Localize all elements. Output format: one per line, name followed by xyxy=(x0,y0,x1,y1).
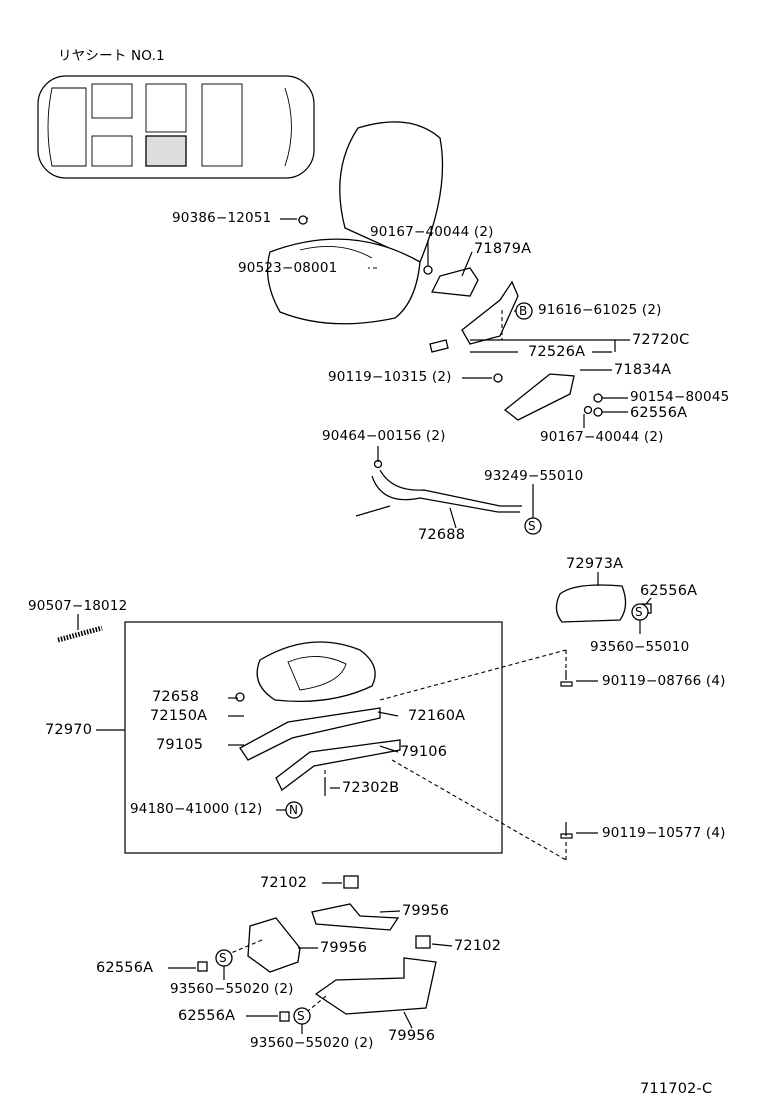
label-72970: 72970 xyxy=(45,722,93,738)
label-72973a: 72973A xyxy=(566,556,624,572)
label-90119-10577: 90119−10577 (4) xyxy=(602,825,726,841)
label-72102-a: 72102 xyxy=(260,875,308,891)
label-71879a: 71879A xyxy=(474,241,532,257)
spring xyxy=(57,625,103,643)
label-90507: 90507−18012 xyxy=(28,598,128,614)
callout-s-2: S xyxy=(635,605,643,619)
callout-n-1: N xyxy=(289,803,299,817)
leader-lines xyxy=(77,218,652,1034)
inset-title: リヤシート NO.1 xyxy=(58,48,165,64)
label-93249: 93249−55010 xyxy=(484,468,584,484)
label-90464: 90464−00156 (2) xyxy=(322,428,446,444)
label-93560-55020-a: 93560−55020 (2) xyxy=(170,981,294,997)
label-79956-a: 79956 xyxy=(402,903,450,919)
label-72302b: 72302B xyxy=(342,780,400,796)
label-72160a: 72160A xyxy=(408,708,466,724)
seat-track-assembly xyxy=(235,641,401,796)
bottom-covers xyxy=(197,603,652,1022)
label-90167-a: 90167−40044 (2) xyxy=(370,224,494,240)
label-62556a-2: 62556A xyxy=(640,583,698,599)
label-79106: 79106 xyxy=(400,744,448,760)
bolt-08766 xyxy=(560,670,573,687)
label-72526a: 72526A xyxy=(528,344,586,360)
label-62556a-1: 62556A xyxy=(630,405,688,421)
label-90119-10315: 90119−10315 (2) xyxy=(328,369,452,385)
label-72150a: 72150A xyxy=(150,708,208,724)
bolt-10577 xyxy=(560,822,573,839)
label-93560-55020-b: 93560−55020 (2) xyxy=(250,1035,374,1051)
cable-assembly xyxy=(355,459,522,517)
label-90386: 90386−12051 xyxy=(172,210,272,226)
figure-code: 711702-C xyxy=(640,1081,713,1097)
label-79956-c: 79956 xyxy=(388,1028,436,1044)
label-62556a-4: 62556A xyxy=(178,1008,236,1024)
label-72658: 72658 xyxy=(152,689,200,705)
label-79105: 79105 xyxy=(156,737,204,753)
callout-s-3: S xyxy=(219,951,227,965)
callout-s-1: S xyxy=(528,519,536,533)
label-90119-08766: 90119−08766 (4) xyxy=(602,673,726,689)
label-71834a: 71834A xyxy=(614,362,672,378)
label-79956-b: 79956 xyxy=(320,940,368,956)
label-90523: 90523−08001 xyxy=(238,260,338,276)
label-94180: 94180−41000 (12) xyxy=(130,801,263,817)
label-93560-55010: 93560−55010 xyxy=(590,639,690,655)
vehicle-layout-inset xyxy=(37,75,315,179)
label-72688: 72688 xyxy=(418,527,466,543)
callout-s-4: S xyxy=(297,1009,305,1023)
seat-cushion-assembly xyxy=(266,121,444,325)
label-91616: 91616−61025 (2) xyxy=(538,302,662,318)
callout-b-1: B xyxy=(519,304,528,318)
side-cover xyxy=(555,584,627,623)
callout-circles xyxy=(215,302,649,1025)
dashed-relation-lines xyxy=(223,649,567,1017)
label-90167-b: 90167−40044 (2) xyxy=(540,429,664,445)
label-90154: 90154−80045 xyxy=(630,389,730,405)
label-62556a-3: 62556A xyxy=(96,960,154,976)
seat-track-group-box xyxy=(124,621,503,854)
label-72102-b: 72102 xyxy=(454,938,502,954)
recliner-parts xyxy=(423,265,603,421)
label-72720c: 72720C xyxy=(632,332,690,348)
